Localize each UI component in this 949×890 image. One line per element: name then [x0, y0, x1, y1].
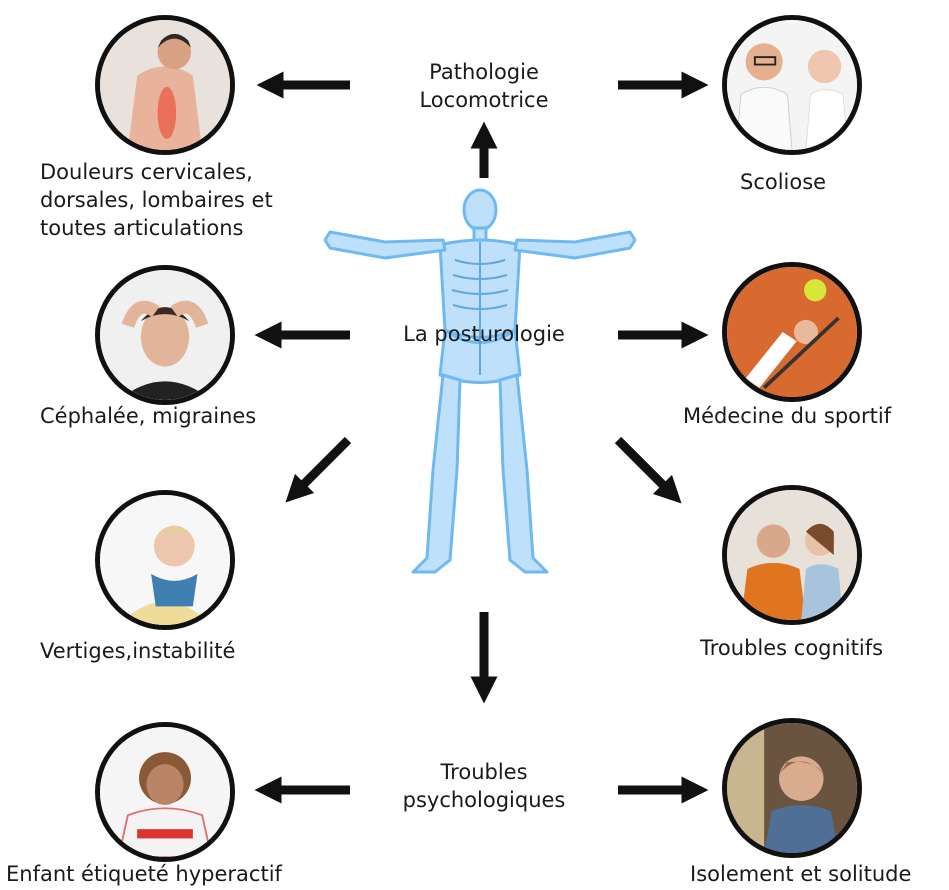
child-icon — [95, 722, 235, 862]
top-label-line-1: Pathologie — [382, 58, 586, 86]
center-label: La posturologie — [370, 320, 598, 348]
back-pain-label-line-2: dorsales, lombaires et — [40, 186, 273, 214]
vertigo-label: Vertiges,instabilité — [40, 637, 235, 665]
hyperactive-label: Enfant étiqueté hyperactif — [6, 860, 282, 888]
back-pain-label: Douleurs cervicales, dorsales, lombaires… — [40, 158, 273, 242]
back-pain-icon — [95, 15, 235, 155]
top-label-line-2: Locomotrice — [382, 86, 586, 114]
bottom-label-line-2: psychologiques — [370, 786, 598, 814]
bottom-label: Troubles psychologiques — [370, 758, 598, 814]
top-label: Pathologie Locomotrice — [382, 58, 586, 114]
skeleton-figure-icon — [315, 180, 645, 580]
back-pain-label-line-3: toutes articulations — [40, 214, 273, 242]
scoliosis-label: Scoliose — [740, 168, 826, 196]
tennis-player-icon — [722, 262, 862, 402]
dizzy-woman-icon — [95, 490, 235, 630]
isolation-label: Isolement et solitude — [690, 860, 911, 888]
doctor-exam-icon — [722, 15, 862, 155]
worried-couple-icon — [722, 485, 862, 625]
bottom-label-line-1: Troubles — [370, 758, 598, 786]
sports-label: Médecine du sportif — [683, 402, 891, 430]
headache-icon — [95, 265, 235, 405]
headache-label: Céphalée, migraines — [40, 402, 256, 430]
elderly-woman-icon — [722, 718, 862, 858]
back-pain-label-line-1: Douleurs cervicales, — [40, 158, 273, 186]
cognitive-label: Troubles cognitifs — [700, 634, 883, 662]
